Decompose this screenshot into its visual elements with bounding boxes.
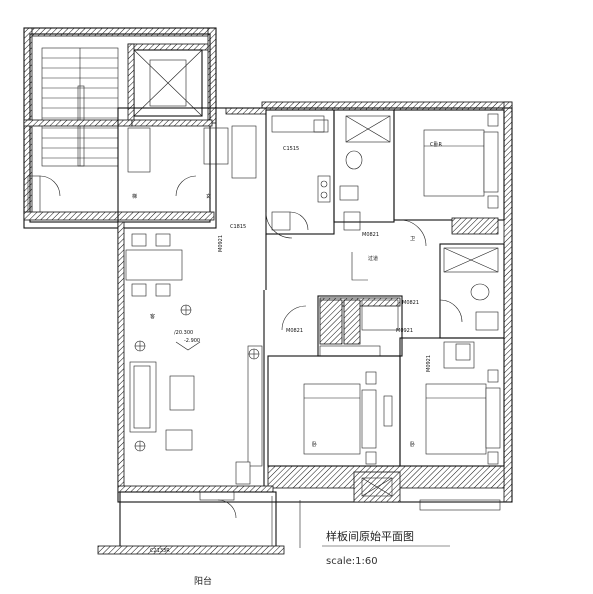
bath-door-label: M0821 (362, 232, 379, 238)
living-dining: 客 /20.300 -2.900 玄 C1815 M0921 过道 卫 (125, 193, 415, 486)
balcony-label: 阳台 (194, 575, 212, 587)
corridor-small-label: 过道 (368, 255, 378, 262)
window-c-label: C2133R (150, 548, 170, 554)
title-block: 样板间原始平面图 scale:1:60 阳台 (194, 529, 450, 587)
closet-door-label-2: M0921 (396, 328, 413, 334)
drawing-title: 样板间原始平面图 (326, 529, 414, 543)
living-label: 客 (150, 313, 155, 320)
balcony: C2133R (97, 471, 501, 555)
bedroom-right-door: M0921 (426, 355, 432, 372)
bedroom-top-right: C卧R (393, 109, 505, 247)
elevator (127, 43, 209, 123)
bedroom-left-door: M0821 (286, 328, 303, 334)
stair-hall-label: 梯 (132, 193, 137, 200)
stair-core: 梯 (23, 27, 217, 229)
elevation-label: /20.300 (174, 330, 193, 336)
wardrobe-block: M0821 M0921 (317, 295, 419, 357)
bathroom-right (439, 243, 505, 369)
bath-center-label: 卫 (410, 236, 415, 242)
hall-label: 玄 (206, 193, 211, 200)
stair-treads (41, 47, 119, 167)
corridor-label: C1815 (230, 224, 246, 230)
kitchen-window-label: C1515 (283, 146, 299, 152)
elevation-label-b: -2.900 (184, 338, 200, 344)
left-door-label: M0921 (218, 235, 224, 252)
kitchen: C1515 (203, 109, 335, 235)
bedroom-right-label: 卧 (410, 441, 415, 448)
drawing-scale: scale:1:60 (326, 556, 378, 567)
bedroom-left-label: 卧 (312, 441, 317, 448)
bedroom-bottom-right: 卧 M0921 (399, 337, 505, 467)
unit-outline (117, 101, 513, 503)
bedroom-bottom-left: 卧 M0821 (267, 305, 401, 467)
bathroom-top: M0821 (333, 109, 395, 238)
outlet-icons (134, 304, 260, 452)
master-bedroom-label: C卧R (430, 141, 442, 148)
closet-door-label: M0821 (402, 300, 419, 306)
